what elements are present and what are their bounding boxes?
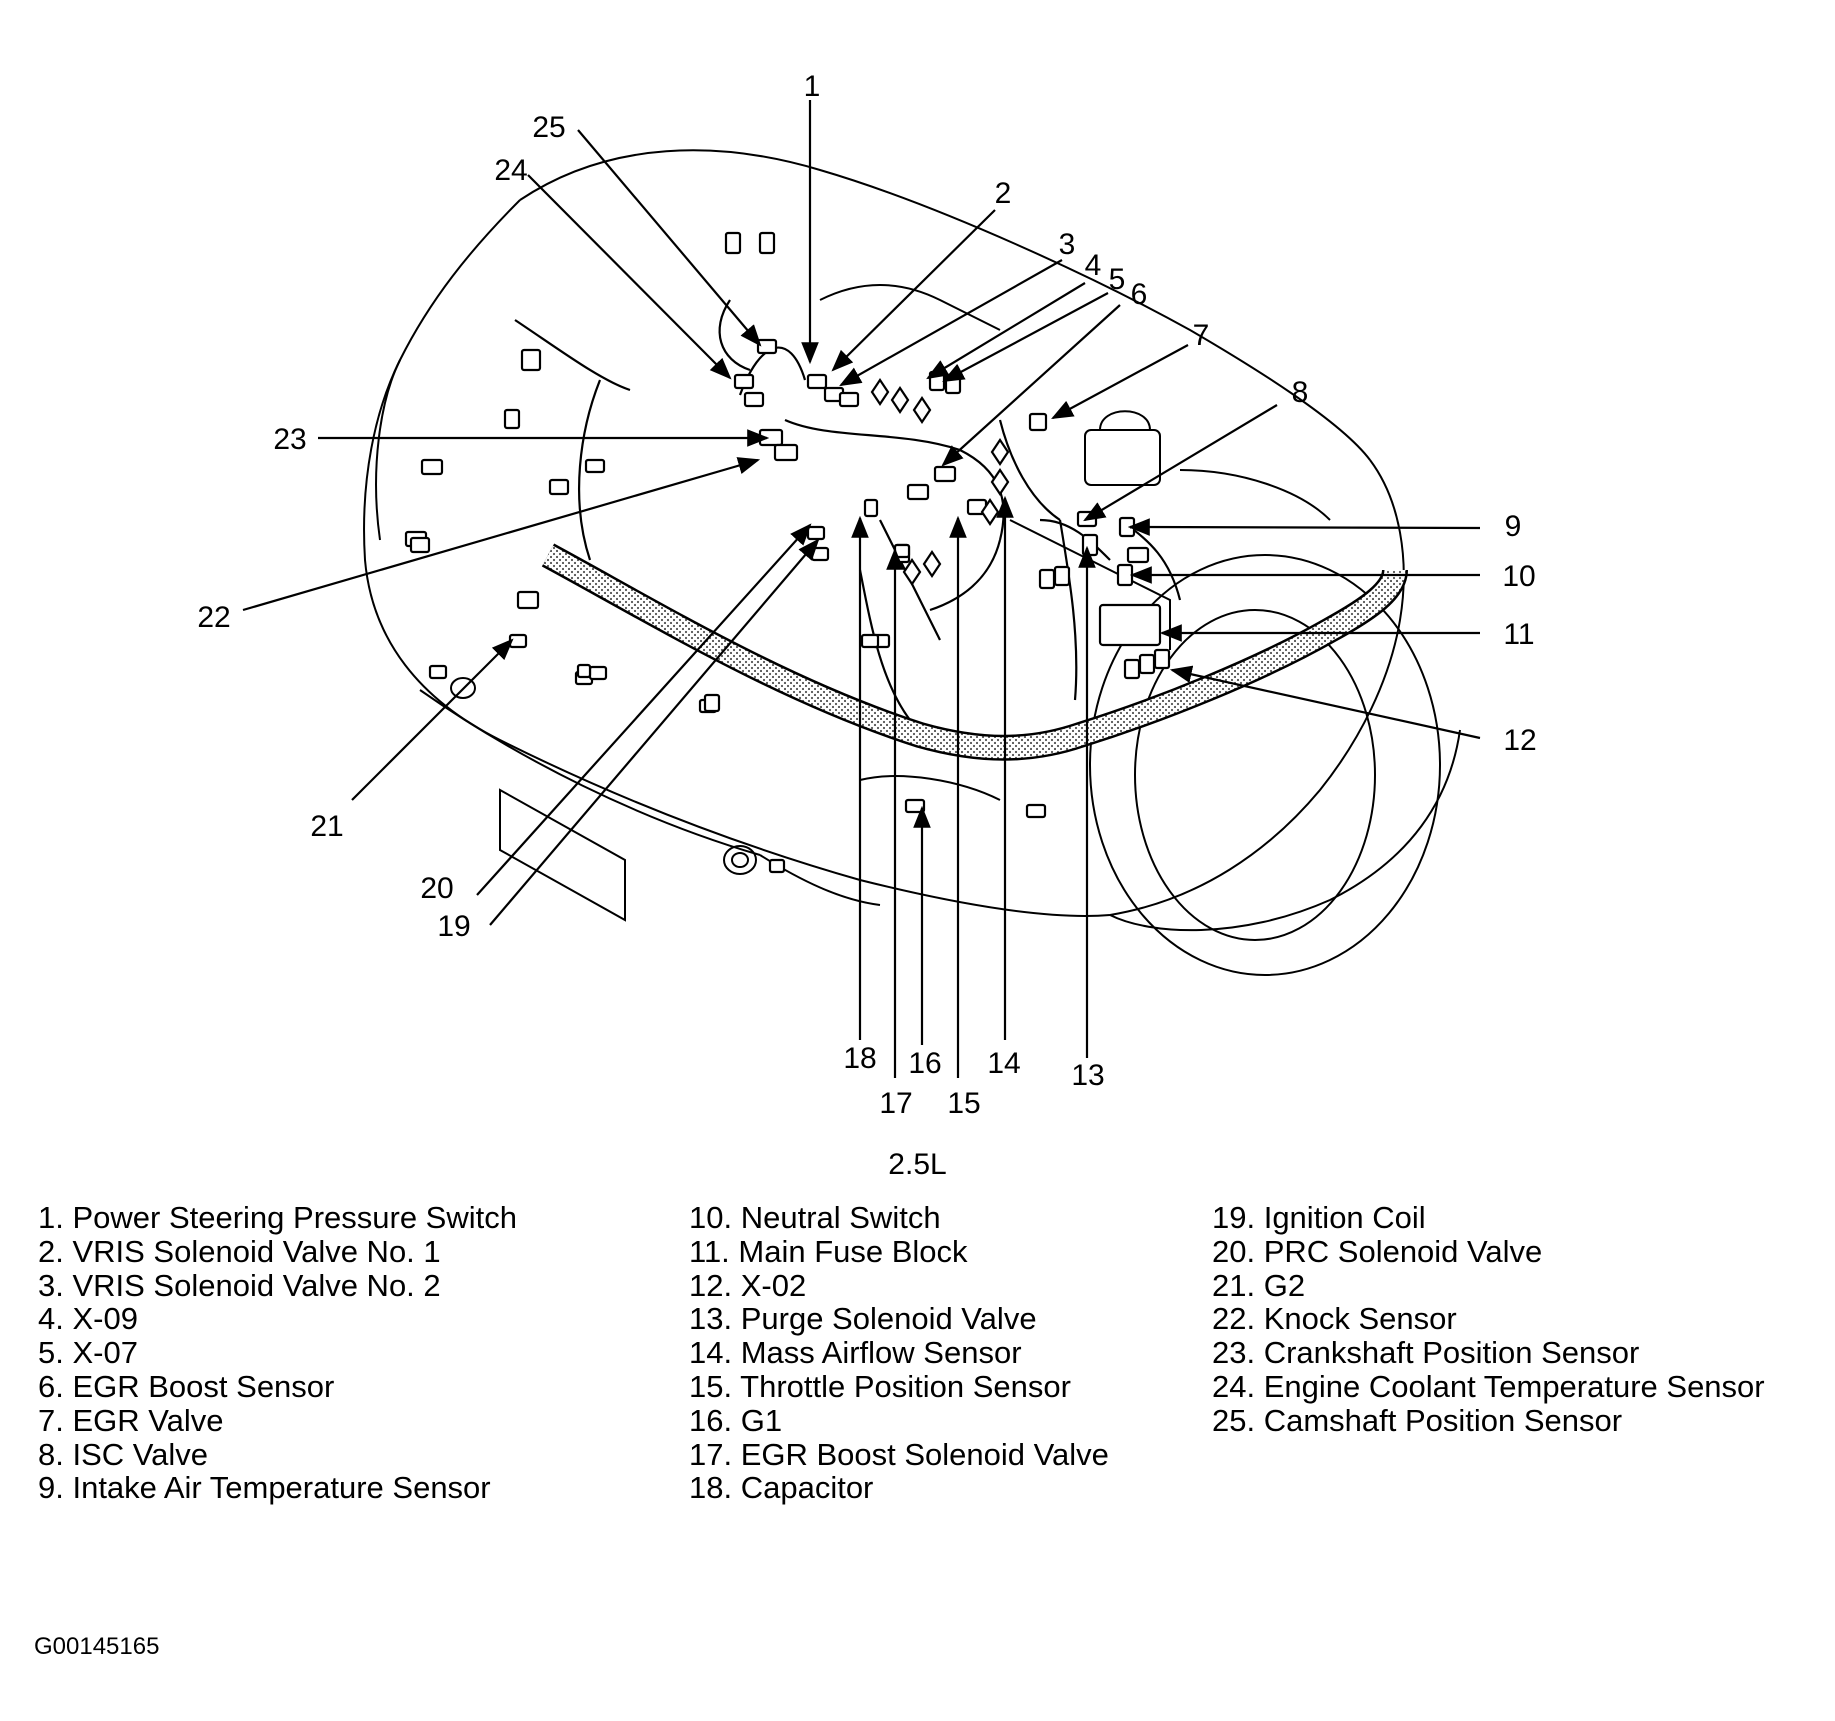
figure-id: G00145165 [34,1633,160,1660]
callout-18: 18 [843,1042,876,1075]
legend-item: 24. Engine Coolant Temperature Sensor [1212,1368,1765,1404]
legend-item: 12. X-02 [689,1267,807,1303]
legend-item: 11. Main Fuse Block [689,1233,968,1269]
callout-16: 16 [908,1047,941,1080]
callout-8: 8 [1292,376,1309,409]
legend-column-2: 10. Neutral Switch 11. Main Fuse Block 1… [689,1201,1109,1505]
callout-14: 14 [987,1047,1020,1080]
legend-item: 9. Intake Air Temperature Sensor [38,1470,491,1506]
legend-item: 20. PRC Solenoid Valve [1212,1233,1543,1269]
callout-17: 17 [879,1087,912,1120]
connectors [404,231,1171,874]
legend-item: 6. EGR Boost Sensor [38,1368,335,1404]
legend-item: 22. Knock Sensor [1212,1301,1457,1337]
engine-wiring-diagram: 1 2 3 4 5 6 7 8 9 10 11 12 13 14 15 16 1… [197,70,1536,1120]
callout-19: 19 [437,910,470,943]
legend-column-1: 1. Power Steering Pressure Switch 2. VRI… [38,1201,517,1505]
callout-13: 13 [1071,1059,1104,1092]
callout-21: 21 [310,810,343,843]
legend-item: 17. EGR Boost Solenoid Valve [689,1436,1109,1472]
legend-item: 23. Crankshaft Position Sensor [1212,1335,1640,1371]
wiring-harness [541,543,1408,761]
callout-5: 5 [1109,263,1126,296]
legend-item: 4. X-09 [38,1301,138,1337]
callout-1: 1 [804,70,821,103]
callout-labels: 1 2 3 4 5 6 7 8 9 10 11 12 13 14 15 16 1… [197,70,1536,1120]
legend-item: 25. Camshaft Position Sensor [1212,1402,1623,1438]
callout-20: 20 [420,872,453,905]
legend-item: 19. Ignition Coil [1212,1200,1426,1235]
leader-lines [242,100,1481,1078]
engine-subtitle: 2.5L [888,1148,947,1181]
callout-15: 15 [947,1087,980,1120]
callout-22: 22 [197,601,230,634]
legend-item: 7. EGR Valve [38,1402,224,1438]
legend-item: 13. Purge Solenoid Valve [689,1301,1037,1337]
callout-10: 10 [1502,560,1535,593]
legend-item: 18. Capacitor [689,1470,874,1506]
legend-item: 8. ISC Valve [38,1436,209,1472]
legend-item: 21. G2 [1212,1267,1306,1303]
callout-4: 4 [1085,249,1102,282]
callout-3: 3 [1059,228,1076,261]
callout-25: 25 [532,111,565,144]
legend-item: 10. Neutral Switch [689,1200,941,1235]
legend-item: 14. Mass Airflow Sensor [689,1335,1022,1371]
callout-6: 6 [1131,278,1148,311]
callout-9: 9 [1505,510,1522,543]
legend-item: 5. X-07 [38,1335,138,1371]
harness-wires [514,299,1182,721]
legend-item: 16. G1 [689,1402,783,1438]
callout-11: 11 [1503,618,1534,651]
callout-24: 24 [494,154,527,187]
callout-7: 7 [1193,319,1210,352]
legend-item: 15. Throttle Position Sensor [689,1368,1071,1404]
legend-item: 2. VRIS Solenoid Valve No. 1 [38,1233,441,1269]
legend-column-3: 19. Ignition Coil 20. PRC Solenoid Valve… [1212,1201,1765,1438]
legend-item: 3. VRIS Solenoid Valve No. 2 [38,1267,441,1303]
legend-item: 1. Power Steering Pressure Switch [38,1200,517,1235]
callout-2: 2 [995,177,1012,210]
callout-12: 12 [1503,724,1536,757]
callout-23: 23 [273,423,306,456]
